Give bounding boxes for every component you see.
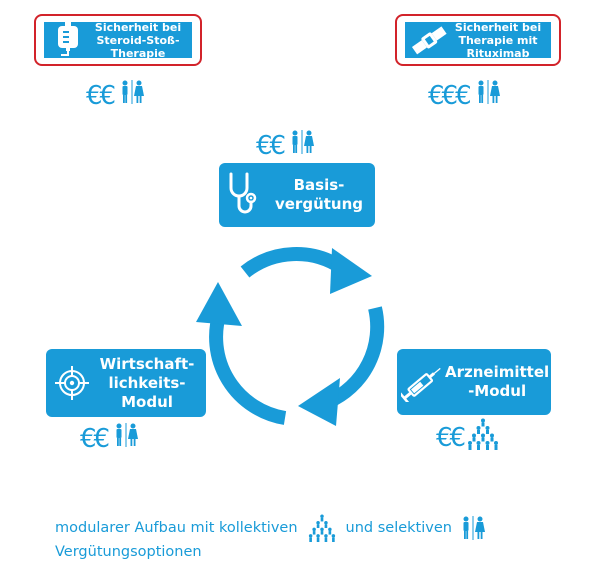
safety-box-rituximab: Sicherheit bei Therapie mit Rituximab <box>395 14 561 66</box>
euro-symbols: €€ <box>86 80 116 111</box>
syringe-icon <box>401 362 445 402</box>
footer-text-3: Vergütungsoptionen <box>55 544 202 560</box>
cost-rituximab: €€€ <box>428 80 501 111</box>
safety-rituximab-label: Sicherheit bei Therapie mit Rituximab <box>454 20 542 60</box>
module-wirtschaft: Wirtschaft- lichkeits- Modul <box>46 349 206 417</box>
couple-icon <box>460 516 486 540</box>
cost-arznei: €€ <box>436 418 499 457</box>
euro-symbols: €€ <box>256 130 286 161</box>
module-basis: Basis- vergütung <box>219 163 375 227</box>
module-wirtschaft-label: Wirtschaft- lichkeits- Modul <box>99 354 195 411</box>
safety-steroid-label: Sicherheit bei Steroid-Stoß- Therapie <box>94 20 182 60</box>
seatbelt-icon <box>409 22 449 58</box>
footer-caption: modularer Aufbau mit kollektiven und sel… <box>55 514 595 562</box>
euro-symbols: €€ <box>436 422 466 453</box>
footer-text-1: modularer Aufbau mit kollektiven <box>55 520 298 536</box>
couple-icon <box>475 80 501 111</box>
euro-symbols: €€ <box>80 423 110 454</box>
module-basis-label: Basis- vergütung <box>274 176 364 213</box>
safety-box-steroid: Sicherheit bei Steroid-Stoß- Therapie <box>34 14 202 66</box>
crowd-icon <box>467 418 499 457</box>
iv-bag-icon <box>48 22 88 58</box>
arrowhead-icon <box>330 248 372 294</box>
euro-symbols: €€€ <box>428 80 472 111</box>
cost-wirtschaft: €€ <box>80 423 139 454</box>
target-icon <box>54 365 92 401</box>
cost-basis: €€ <box>256 130 315 161</box>
footer-text-2: und selektiven <box>345 520 452 536</box>
arrowhead-icon <box>298 378 340 426</box>
cost-steroid: €€ <box>86 80 145 111</box>
couple-icon <box>113 423 139 454</box>
crowd-icon <box>306 514 338 542</box>
module-arznei: Arzneimittel -Modul <box>397 349 551 415</box>
stethoscope-icon <box>227 172 263 218</box>
couple-icon <box>119 80 145 111</box>
cycle-arrows <box>196 247 385 426</box>
couple-icon <box>289 130 315 161</box>
arrowhead-icon <box>196 282 242 326</box>
module-arznei-label: Arzneimittel -Modul <box>445 363 550 400</box>
